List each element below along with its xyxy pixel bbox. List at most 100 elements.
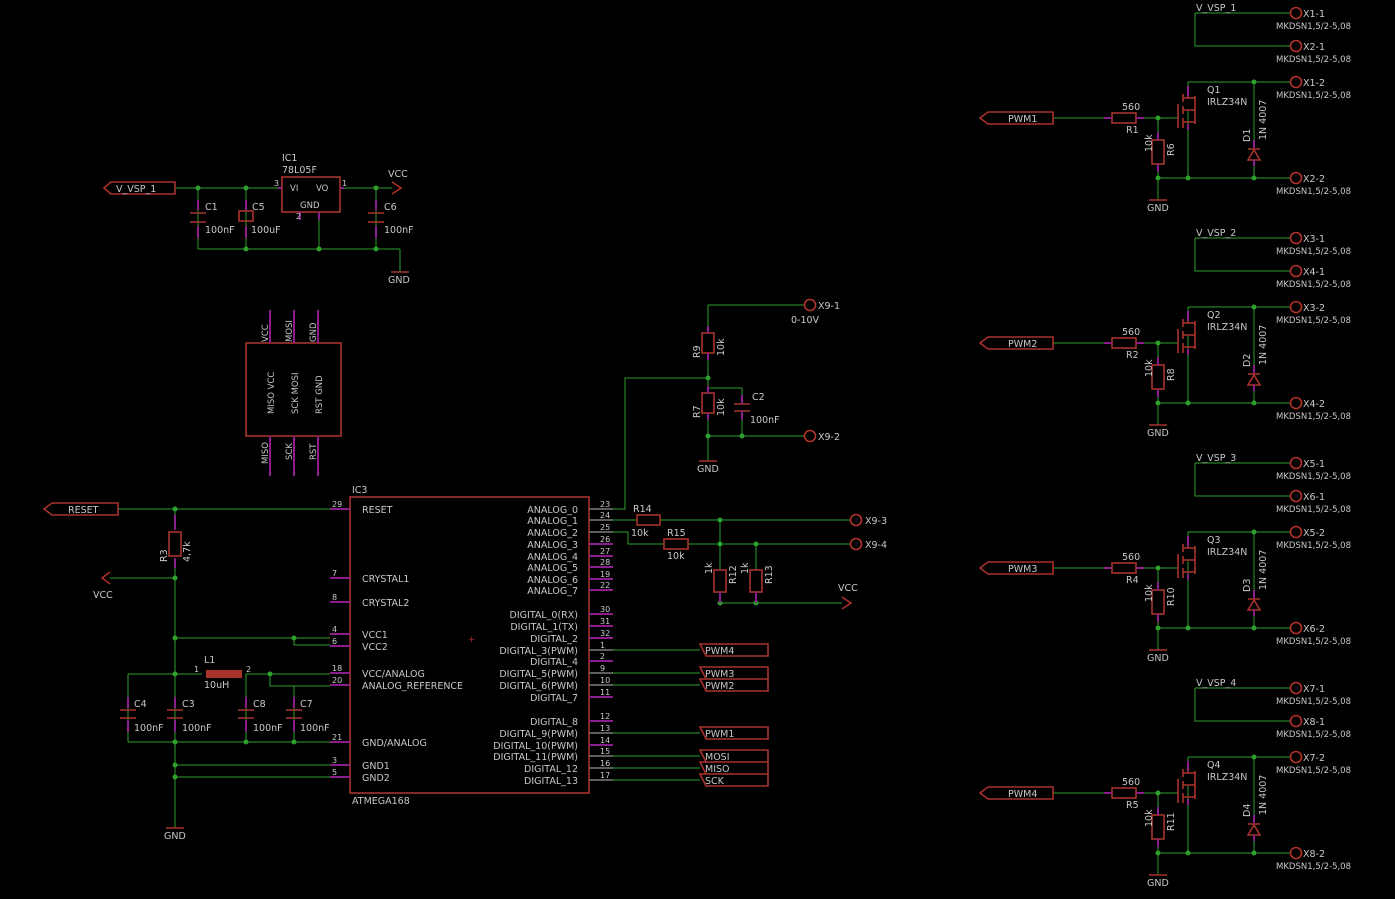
terminal-label-X4-2: X4-2 [1303,399,1325,410]
mcu-pin-label-right-4: ANALOG_4 [527,552,578,563]
mcu-pin-num-14: 14 [600,736,610,745]
mcu-pin-num-18: 18 [332,664,342,673]
pulldown-value-2: 10k [1144,359,1155,377]
diode-label-1: D1 [1242,129,1253,142]
mcu-pin-label-left-3: VCC1 [362,630,388,641]
mosfet-value-1: IRLZ34N [1207,97,1247,108]
reset-net-label: RESET [68,505,99,516]
net-pwm1-mcu: PWM1 [705,729,734,740]
mcu-pin-label-right-17: DIGITAL_9(PWM) [499,729,578,740]
terminal-type-1-3: MKDSN1,5/2-5,08 [1276,187,1351,197]
mosfet-label-4: Q4 [1207,760,1221,771]
mcu-pin-num-11: 11 [600,688,610,697]
r9-label: R9 [692,345,703,358]
mcu-pin-num-9: 9 [600,664,605,673]
net-miso-mcu: MISO [705,764,730,775]
pwm-net-label-1: PWM1 [1008,114,1037,125]
r13-label: R13 [764,565,775,584]
terminal-type-2-2: MKDSN1,5/2-5,08 [1276,316,1351,326]
l1-inductor [206,670,242,678]
mcu-left-pins: 29RESET7CRYSTAL18CRYSTAL24VCC16VCC218VCC… [330,500,463,784]
diode-value-1: 1N 4007 [1258,100,1269,140]
mcu-pin-num-17: 17 [600,771,610,780]
regulator-vo-pin: VO [316,184,329,194]
c4-value: 100nF [134,723,164,734]
r9-value: 10k [716,338,727,356]
output-channel-1: V_VSP_1X1-1MKDSN1,5/2-5,08X2-1MKDSN1,5/2… [978,3,1351,214]
c8-value: 100nF [253,723,283,734]
pulldown-label-2: R8 [1166,368,1177,381]
mcu-pin-num-26: 26 [600,535,610,544]
supply-vcc-label: VCC [388,169,408,180]
regulator-vi-pin: VI [290,184,298,194]
mcu-pin-label-left-2: CRYSTAL2 [362,598,409,609]
r13-value: 1k [740,562,751,574]
mcu-pin-num-21: 21 [332,733,342,742]
mcu-pin-num-31: 31 [600,617,610,626]
net-pwm4-mcu: PWM4 [705,646,734,657]
terminal-X3-2 [1289,300,1303,314]
terminal-type-4-0: MKDSN1,5/2-5,08 [1276,697,1351,707]
pwm-net-label-4: PWM4 [1008,789,1037,800]
mcu-atmega168: IC3 ATMEGA168 + 29RESET7CRYSTAL18CRYSTAL… [330,485,769,807]
l1-pin2: 2 [246,665,251,674]
diode-value-3: 1N 4007 [1258,550,1269,590]
mcu-pin-label-left-4: VCC2 [362,642,388,653]
diode-label-4: D4 [1242,804,1253,817]
terminal-X7-2 [1289,750,1303,764]
mcu-pin-num-7: 7 [332,569,337,578]
mcu-pin-num-4: 4 [332,625,337,634]
mosfet-label-3: Q3 [1207,535,1221,546]
net-pwm3-mcu: PWM3 [705,669,734,680]
mcu-pin-num-20: 20 [332,676,342,685]
regulator-pin2: 2 [296,212,301,221]
terminal-type-3-3: MKDSN1,5/2-5,08 [1276,637,1351,647]
mcu-value: ATMEGA168 [352,796,410,807]
mcu-pin-label-right-11: DIGITAL_3(PWM) [499,646,578,657]
mcu-pin-num-29: 29 [332,500,342,509]
mcu-pin-label-left-0: RESET [362,505,393,516]
terminal-type-4-3: MKDSN1,5/2-5,08 [1276,862,1351,872]
c8-label: C8 [253,699,266,710]
isp-inner-col3: RST GND [315,375,325,414]
mcu-pin-label-right-12: DIGITAL_4 [530,657,578,668]
c5-value: 100uF [251,225,281,236]
c5-label: C5 [252,202,265,213]
mcu-pin-label-right-0: ANALOG_0 [527,505,578,516]
mcu-pin-label-right-8: DIGITAL_0(RX) [510,610,578,621]
pwm-net-label-2: PWM2 [1008,339,1037,350]
mcu-pin-label-left-6: ANALOG_REFERENCE [362,681,463,692]
mcu-pin-num-23: 23 [600,500,610,509]
isp-bot-rst: RST [309,443,319,460]
isp-top-gnd: GND [309,322,319,342]
mcu-pin-label-right-10: DIGITAL_2 [530,634,578,645]
x9-4-terminal [849,537,863,551]
terminal-type-1-0: MKDSN1,5/2-5,08 [1276,22,1351,32]
x9-2-terminal [803,429,817,443]
c2-value: 100nF [750,415,780,426]
r7-value: 10k [716,398,727,416]
diode-label-2: D2 [1242,354,1253,367]
mcu-pin-num-5: 5 [332,768,337,777]
terminal-type-2-1: MKDSN1,5/2-5,08 [1276,280,1351,290]
pulldown-value-4: 10k [1144,809,1155,827]
terminal-label-X1-2: X1-2 [1303,78,1325,89]
c3-label: C3 [182,699,195,710]
terminal-label-X7-1: X7-1 [1303,684,1325,695]
mcu-pin-label-right-2: ANALOG_2 [527,528,578,539]
mcu-pin-label-right-9: DIGITAL_1(TX) [510,622,578,633]
mcu-pin-label-right-15: DIGITAL_7 [530,693,578,704]
mosfet-label-2: Q2 [1207,310,1221,321]
terminal-type-1-2: MKDSN1,5/2-5,08 [1276,91,1351,101]
r15-value: 10k [667,551,685,562]
mcu-pin-label-right-21: DIGITAL_13 [524,776,578,787]
mcu-pin-num-3: 3 [332,756,337,765]
terminal-type-2-0: MKDSN1,5/2-5,08 [1276,247,1351,257]
isp-bot-miso: MISO [261,442,271,464]
mcu-pin-num-13: 13 [600,724,610,733]
regulator-gnd-pin: GND [300,201,320,211]
terminal-label-X5-2: X5-2 [1303,528,1325,539]
mcu-pin-num-2: 2 [600,652,605,661]
mcu-pin-label-right-18: DIGITAL_10(PWM) [493,741,578,752]
